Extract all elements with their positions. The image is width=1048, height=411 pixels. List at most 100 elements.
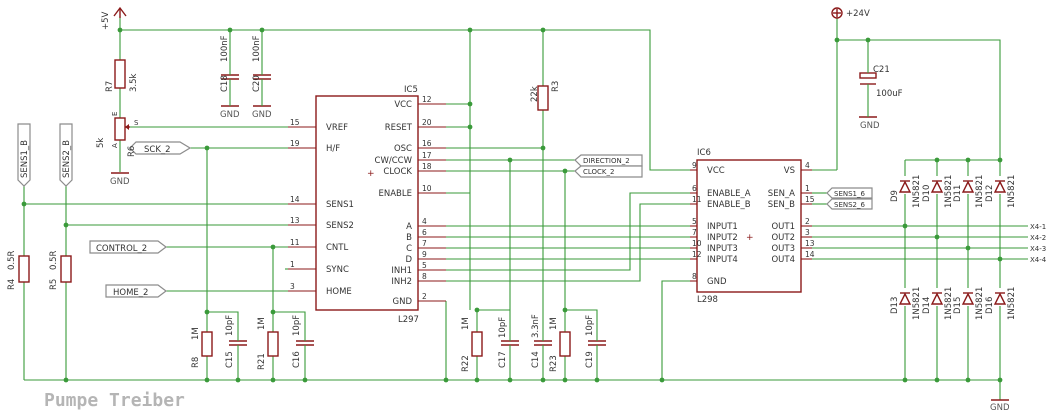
net-home-text: HOME_2: [113, 288, 148, 298]
r8-ref: R8: [191, 357, 201, 368]
output-x4-1: X4-1: [1030, 223, 1046, 231]
r21-ref: R21: [257, 353, 267, 370]
ic5-pin-label: A: [406, 222, 412, 232]
c16-ref: C16: [292, 351, 302, 368]
ic5-pin-label: VCC: [394, 100, 412, 110]
c20-value: 100nF: [252, 35, 262, 62]
net-flag-sens2-b: SENS2_B: [59, 123, 73, 187]
ic5-pin-label: INH1: [391, 266, 412, 276]
diode-ref: D11: [953, 185, 963, 202]
diode-type: 1N5821: [1007, 287, 1017, 320]
ic5-pin-label: VREF: [326, 123, 348, 133]
gnd-label-c21: GND: [860, 121, 880, 131]
diode-body: [900, 288, 910, 306]
diode-type: 1N5821: [975, 287, 985, 320]
ic6-ref: IC6: [697, 148, 711, 158]
resistor-r8: R8 1M: [191, 327, 213, 368]
gnd-wires-extra: [229, 92, 869, 117]
ic6-pin-label: VCC: [707, 166, 725, 176]
net-sens1-b-text: SENS1_B: [20, 140, 30, 178]
output-x4-4: X4-4: [1030, 256, 1047, 264]
output-x4-2: X4-2: [1030, 234, 1046, 242]
ic5-pin-label: B: [406, 233, 412, 243]
capacitor-c18: C18 100nF: [220, 35, 239, 92]
r5-ref: R5: [49, 279, 59, 290]
resistor-r5: R5 0.5R: [49, 250, 72, 290]
ic5-pin-number: 20: [422, 118, 432, 127]
resistor-r3: 22k R3: [530, 81, 561, 111]
gnd-label-c20: GND: [252, 110, 272, 120]
diode-body: [963, 288, 973, 306]
net-direction-text: DIRECTION_2: [583, 157, 630, 165]
net-flag-control: CONTROL_2: [89, 240, 167, 254]
output-connectors: X4-1 X4-2 X4-3 X4-4: [1030, 223, 1047, 264]
ic6-pin-number: 10: [692, 239, 702, 248]
diode-body: [932, 176, 942, 194]
resistor-r21: R21 1M: [257, 317, 279, 370]
ic6-pin-number: 14: [805, 250, 815, 259]
diode-symbol: [961, 180, 975, 193]
resistor-r4: R4 0.5R: [7, 250, 30, 290]
ic6-pin-label: OUT4: [771, 255, 795, 265]
capacitor-c21: C21 100uF: [859, 65, 903, 99]
net-flag-clock: CLOCK_2: [574, 165, 643, 178]
ic5-pin-label: SYNC: [326, 265, 349, 275]
supply-5v: +5V: [101, 6, 127, 30]
ic6-pin-number: 12: [692, 250, 702, 259]
output-x4-3: X4-3: [1030, 245, 1046, 253]
diode-symbol: [930, 180, 944, 193]
ic5-pin-label: INH2: [391, 277, 412, 287]
ic5-pin-number: 7: [422, 239, 427, 248]
diode-symbol: [930, 292, 944, 305]
r6-pin-s: S: [134, 119, 139, 127]
c16-value: 10pF: [292, 315, 302, 336]
r6-pin-a: A: [111, 143, 119, 148]
diode-type: 1N5821: [1007, 175, 1017, 208]
ic5-pin-label: CNTL: [326, 243, 348, 253]
ic6-pin-number: 15: [805, 195, 815, 204]
gnd-label-main: GND: [990, 403, 1010, 411]
net-sens2-6-text: SENS2_6: [834, 201, 865, 209]
ic6-pin-number: 5: [692, 217, 697, 226]
ic6-pin-number: 9: [692, 161, 697, 170]
ic6-pin-number: 13: [805, 239, 815, 248]
r3-value: 22k: [530, 86, 540, 102]
c21-ref: C21: [873, 65, 890, 75]
r7-value: 3.5k: [129, 73, 139, 92]
ic6-pin-number: 6: [692, 184, 697, 193]
ic5-name: L297: [398, 315, 419, 325]
c15-ref: C15: [225, 351, 235, 368]
diode-body: [963, 176, 973, 194]
r23-ref: R23: [549, 355, 559, 372]
c19-ref: C19: [585, 351, 595, 368]
ic5-pin-label: OSC: [394, 144, 412, 154]
ic5-pin-number: 18: [422, 162, 432, 171]
diode-body: [995, 176, 1005, 194]
diode-type: 1N5821: [944, 175, 954, 208]
diode-body: [900, 176, 910, 194]
r4-value: 0.5R: [7, 250, 17, 270]
ic5-pin-number: 16: [422, 139, 432, 148]
chip-pins: 15VREF19H/F14SENS113SENS211CNTL1SYNC3HOM…: [288, 95, 815, 307]
ic5-pin-number: 9: [422, 250, 427, 259]
ic5-pin-number: 13: [290, 216, 300, 225]
diode-symbol: [993, 180, 1007, 193]
supply-24v: +24V: [831, 7, 870, 19]
ic6-pin-number: 11: [692, 195, 702, 204]
r4-ref: R4: [7, 279, 17, 290]
diode-type: 1N5821: [912, 287, 922, 320]
c17-ref: C17: [498, 351, 508, 368]
ic5-l297: IC5 L297 +: [315, 85, 419, 325]
net-flag-sck: SCK_2: [129, 141, 192, 155]
ic6-pin-label: OUT3: [771, 244, 795, 254]
c19-value: 10pF: [585, 315, 595, 336]
ic5-pin-number: 8: [422, 272, 427, 281]
capacitor-c19: C19 10pF: [585, 315, 606, 368]
ic5-pin-label: C: [406, 244, 412, 254]
ic5-pin-number: 11: [290, 238, 300, 247]
ic6-pin-label: ENABLE_A: [707, 189, 751, 199]
wires: [23, 16, 1028, 400]
ic6-pin-label: ENABLE_B: [707, 200, 751, 210]
diode-ref: D14: [922, 297, 932, 314]
